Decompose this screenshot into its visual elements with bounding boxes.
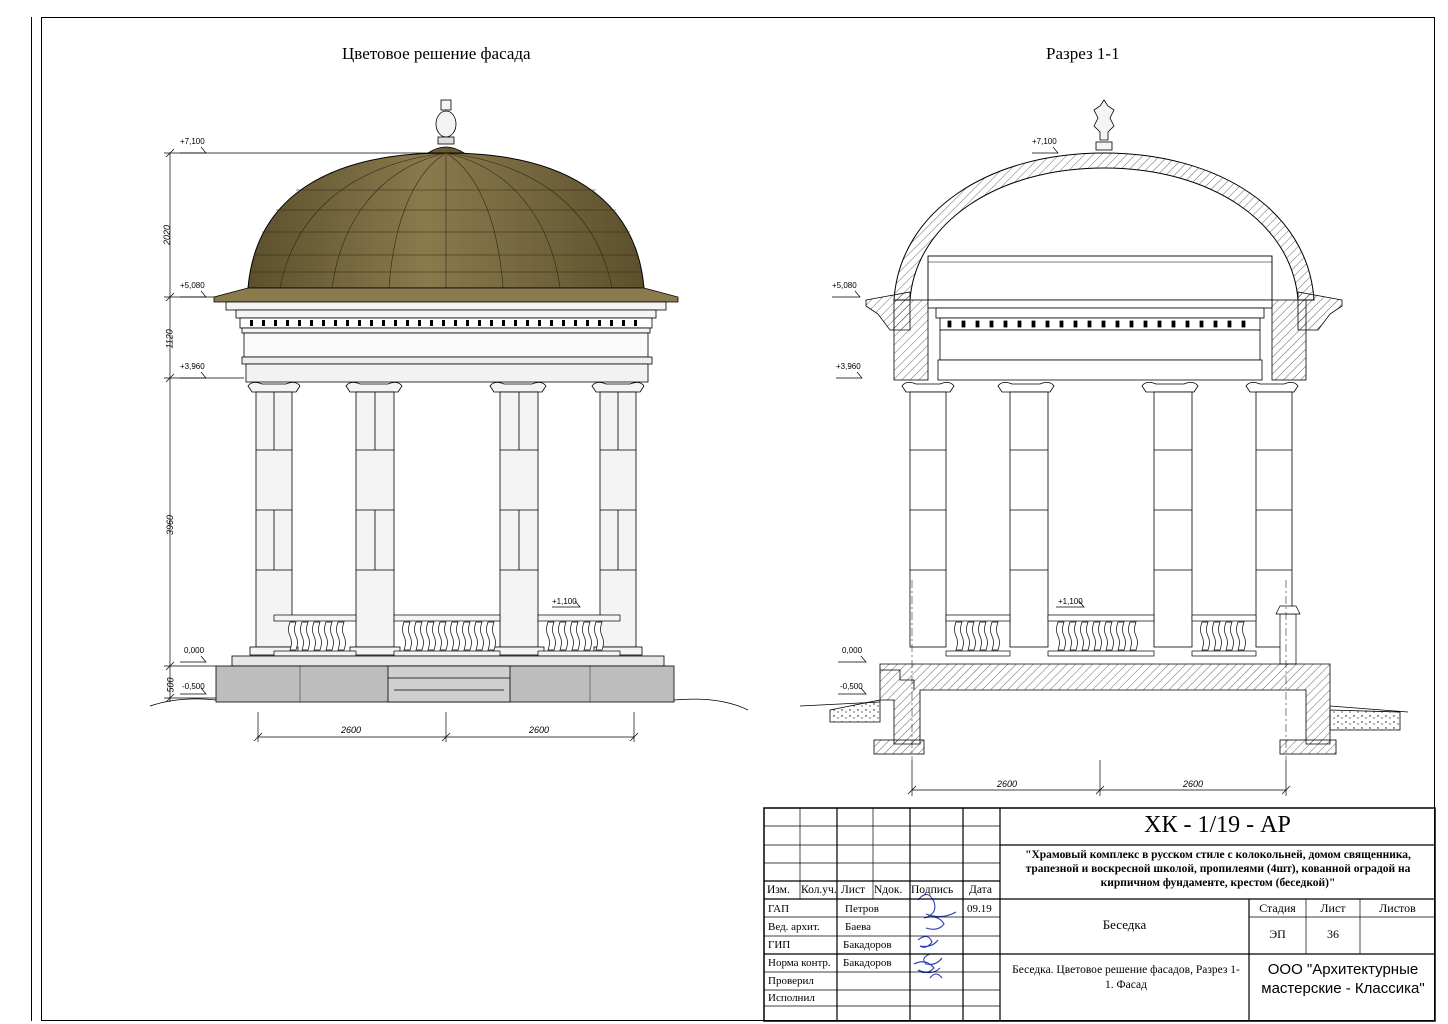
section-finial (1093, 99, 1115, 151)
facade-finial (426, 99, 466, 154)
stage-value: ЭП (1269, 927, 1286, 941)
section-balustrade (945, 605, 1301, 665)
facade-columns (247, 382, 645, 656)
section-dome (893, 152, 1315, 301)
role-ved-arch: Вед. архит. (768, 921, 820, 933)
section-foundation (799, 663, 1409, 755)
section-mark-ground: -0,500 (840, 682, 863, 691)
stamp-object: Беседка (1102, 917, 1147, 932)
section-level-marks (832, 146, 1085, 695)
section-horizontal-dims (907, 580, 1291, 796)
header-list: Лист (841, 884, 866, 896)
stage-label: Стадия (1259, 901, 1296, 915)
section-column (1245, 382, 1299, 648)
facade-title: Цветовое решение фасада (342, 44, 531, 63)
facade-frieze (241, 332, 653, 383)
facade-mark-frieze: +3,960 (180, 362, 205, 371)
role-gap: ГАП (768, 903, 790, 915)
facade-column (345, 382, 403, 656)
facade-ground-line (149, 698, 749, 711)
facade-drawing (149, 99, 749, 742)
section-title: Разрез 1-1 (1046, 44, 1120, 63)
facade-mark-top: +7,100 (180, 137, 205, 146)
facade-dim-base: 500 (165, 677, 176, 693)
section-columns (901, 382, 1299, 648)
facade-vertical-dims (164, 146, 440, 703)
facade-dim-entab: 1120 (164, 329, 175, 349)
section-mark-frieze: +3,960 (836, 362, 861, 371)
facade-dim-column: 3960 (165, 514, 176, 535)
sheet-frame (41, 17, 1435, 1021)
binding-margin-line (31, 17, 32, 1021)
role-norm: Норма контр. (768, 957, 831, 969)
facade-mark-rail: +1,100 (552, 597, 577, 606)
section-cornice (865, 291, 1343, 381)
facade-column (591, 382, 645, 656)
role-gip: ГИП (768, 939, 791, 951)
section-column (1141, 382, 1199, 648)
date-gap: 09.19 (967, 903, 992, 915)
name-gip: Бакадоров (843, 939, 892, 951)
header-ndok: Nдок. (874, 884, 903, 896)
header-podpis: Подпись (911, 884, 954, 896)
name-ved-arch: Баева (845, 921, 872, 933)
facade-dim-span-right: 2600 (529, 725, 550, 735)
section-drawing (799, 99, 1409, 796)
stamp-code: ХК - 1/19 - АР (1144, 812, 1291, 838)
section-mark-top: +7,100 (1032, 137, 1057, 146)
signature-scribbles (913, 893, 957, 979)
facade-column (489, 382, 547, 656)
stamp-grid (763, 807, 1436, 1022)
section-mark-rail: +1,100 (1058, 597, 1083, 606)
facade-dim-dome: 2020 (162, 224, 173, 245)
facade-dome (247, 152, 645, 289)
facade-podium (215, 655, 675, 703)
section-mark-zero: 0,000 (842, 646, 863, 655)
facade-cornice (213, 287, 679, 334)
facade-horizontal-dims (253, 600, 639, 742)
role-checked: Проверил (768, 975, 814, 987)
section-column (901, 382, 955, 648)
header-data: Дата (969, 884, 992, 896)
facade-mark-ground: -0,500 (182, 682, 205, 691)
section-mark-eave: +5,080 (832, 281, 857, 290)
role-executed: Исполнил (768, 992, 815, 1004)
facade-balustrade (273, 614, 621, 657)
header-izm: Изм. (767, 884, 790, 896)
stamp-sheet-title: Беседка. Цветовое решение фасадов, Разре… (1012, 964, 1240, 991)
section-dim-span-left: 2600 (997, 779, 1018, 789)
facade-column (247, 382, 301, 656)
section-column (997, 382, 1055, 648)
header-kol: Кол.уч. (801, 884, 837, 896)
sheet-value: 36 (1327, 927, 1339, 941)
name-norm: Бакадоров (843, 957, 892, 969)
name-gap: Петров (845, 903, 879, 915)
sheet-label: Лист (1320, 901, 1346, 915)
stamp-project: "Храмовый комплекс в русском стиле с кол… (1025, 849, 1411, 889)
facade-mark-zero: 0,000 (184, 646, 205, 655)
facade-dim-span-left: 2600 (341, 725, 362, 735)
facade-mark-eave: +5,080 (180, 281, 205, 290)
section-dim-span-right: 2600 (1183, 779, 1204, 789)
stamp-company: ООО "Архитектурные мастерские - Классика… (1261, 961, 1425, 997)
sheets-label: Листов (1379, 901, 1416, 915)
